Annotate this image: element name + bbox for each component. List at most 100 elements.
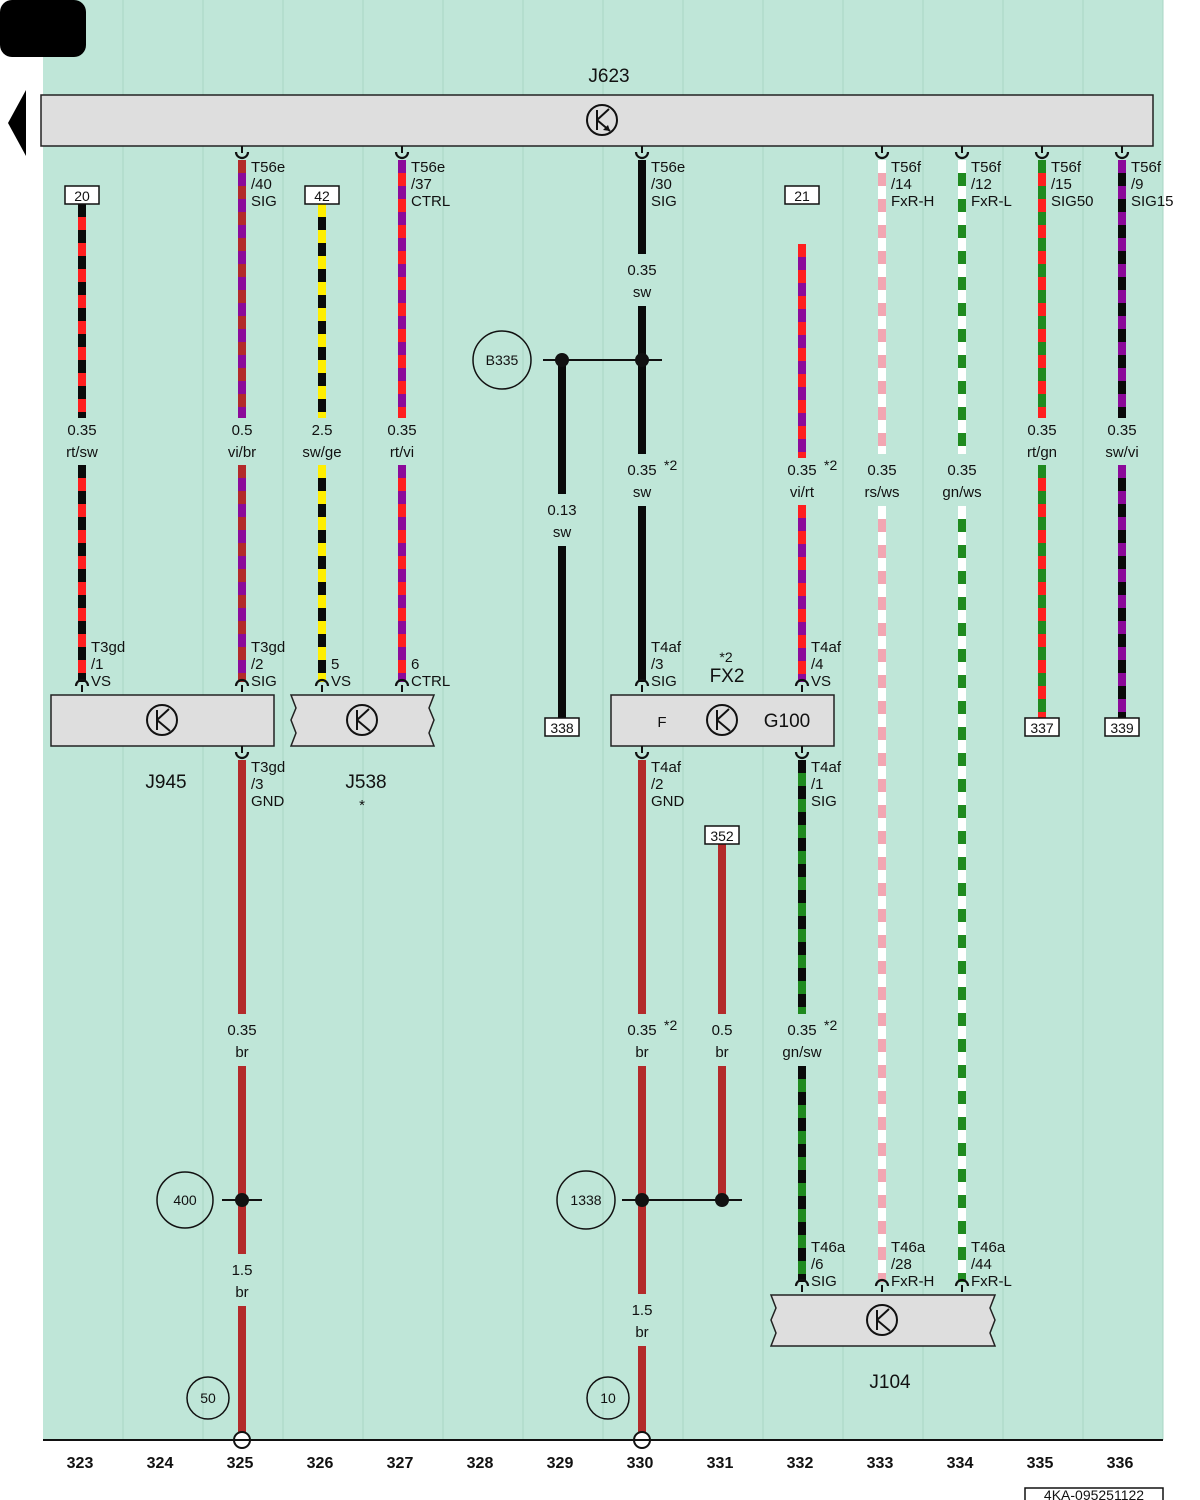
wire-color-code: sw/ge <box>302 444 341 461</box>
pin-label: T56e <box>251 159 285 176</box>
pin-label: T56f <box>971 159 1002 176</box>
module-box-j104 <box>769 1294 997 1347</box>
lower-modules <box>50 694 997 1347</box>
wire-gauge: 0.35 <box>387 422 416 439</box>
pin-label: /44 <box>971 1256 992 1273</box>
pin-label: GND <box>651 793 685 810</box>
wire-mark: *2 <box>824 1017 837 1033</box>
wire-gauge: 0.35 <box>227 1022 256 1039</box>
wire-gauge: 0.35 <box>787 462 816 479</box>
pin-label: T56e <box>651 159 685 176</box>
wire-color-code: rt/sw <box>66 444 98 461</box>
wires-layer <box>78 160 1126 1432</box>
grid-number: 324 <box>147 1455 174 1472</box>
pin-label: /6 <box>811 1256 824 1273</box>
pin-label: /28 <box>891 1256 912 1273</box>
splice-b335-label: B335 <box>486 352 519 368</box>
splice-400 <box>156 1171 214 1229</box>
connector-pin-icon <box>74 678 90 687</box>
splice-dot <box>715 1193 729 1207</box>
wire-gauge: 0.35 <box>627 1022 656 1039</box>
ground-10-label: 10 <box>600 1390 616 1406</box>
wire-mark: *2 <box>824 457 837 473</box>
ground-10 <box>586 1376 630 1420</box>
connector-pin-icon <box>634 678 650 687</box>
reference-number: 339 <box>1110 720 1134 736</box>
wire-gauge: 0.35 <box>867 462 896 479</box>
grid-number: 330 <box>627 1455 654 1472</box>
pin-label: /3 <box>651 656 664 673</box>
connector-pin-icon <box>234 151 250 160</box>
ground-50-label: 50 <box>200 1390 216 1406</box>
previous-page-arrow-icon[interactable] <box>8 90 26 156</box>
pin-label: /30 <box>651 176 672 193</box>
module-note-j538: * <box>359 797 365 814</box>
pin-label: T46a <box>971 1239 1006 1256</box>
pin-label: SIG15 <box>1131 193 1174 210</box>
grid-lines <box>122 0 1164 1440</box>
splice-dot <box>235 1193 249 1207</box>
pin-label: FxR-L <box>971 1273 1012 1290</box>
module-box-g100 <box>610 694 835 747</box>
grid-number: 333 <box>867 1455 894 1472</box>
grid-number: 323 <box>67 1455 94 1472</box>
connector-pin-icon <box>954 1278 970 1287</box>
wire-gauge: 0.5 <box>712 1022 733 1039</box>
splice-400-label: 400 <box>173 1192 197 1208</box>
wire-color-code: gn/ws <box>942 484 981 501</box>
pin-label: /12 <box>971 176 992 193</box>
connector-pin-icon <box>794 751 810 760</box>
wire-gauge: 0.13 <box>547 502 576 519</box>
splice-1338 <box>556 1170 616 1230</box>
pin-label: SIG <box>811 1273 837 1290</box>
wire-color-code: br <box>235 1284 248 1301</box>
pin-label: FxR-H <box>891 1273 934 1290</box>
pin-label: /9 <box>1131 176 1144 193</box>
wire-gauge: 0.5 <box>232 422 253 439</box>
pin-label: CTRL <box>411 193 450 210</box>
pin-label: T56f <box>891 159 922 176</box>
reference-number: 338 <box>550 720 574 736</box>
pin-label: SIG <box>251 673 277 690</box>
wire-gauge: 0.35 <box>627 262 656 279</box>
grid-number: 335 <box>1027 1455 1054 1472</box>
pin-label: SIG <box>651 193 677 210</box>
connector-pin-icon <box>634 151 650 160</box>
splice-dot <box>635 1193 649 1207</box>
splice-b335 <box>472 330 532 390</box>
wire-color-code: gn/sw <box>782 1044 821 1061</box>
pin-label: T56f <box>1051 159 1082 176</box>
grid-number: 332 <box>787 1455 814 1472</box>
connector-pin-icon <box>874 1278 890 1287</box>
reference-box <box>64 185 100 205</box>
pin-label: /15 <box>1051 176 1072 193</box>
pin-label: /2 <box>251 656 264 673</box>
pin-label: T4af <box>811 759 842 776</box>
module-label-g100: G100 <box>764 711 810 732</box>
wire-color-code: sw/vi <box>1105 444 1138 461</box>
transistor-icon <box>866 1304 898 1336</box>
connector-pin-icon <box>394 151 410 160</box>
labels-layer: 0.35rt/sw20T3gd/1VS0.5vi/brT56e/40SIGT3g… <box>64 146 1174 1449</box>
pin-label: T46a <box>891 1239 926 1256</box>
grid-number: 329 <box>547 1455 574 1472</box>
grid-number: 327 <box>387 1455 414 1472</box>
splice-dot <box>555 353 569 367</box>
pin-label: VS <box>811 673 831 690</box>
pin-label: VS <box>331 673 351 690</box>
transistor-icon <box>706 704 738 736</box>
wire-color-code: rt/gn <box>1027 444 1057 461</box>
fx-mark: *2 <box>719 649 732 665</box>
module-box-j538 <box>289 694 436 747</box>
ground-50 <box>186 1376 230 1420</box>
pin-label: T46a <box>811 1239 846 1256</box>
doc-code: 4KA-095251122 <box>1044 1487 1144 1500</box>
connector-pin-icon <box>954 151 970 160</box>
reference-box <box>784 185 820 205</box>
pin-label: /14 <box>891 176 912 193</box>
fx-label: FX2 <box>710 666 745 687</box>
wire-gauge: 0.35 <box>947 462 976 479</box>
pin-label: FxR-H <box>891 193 934 210</box>
